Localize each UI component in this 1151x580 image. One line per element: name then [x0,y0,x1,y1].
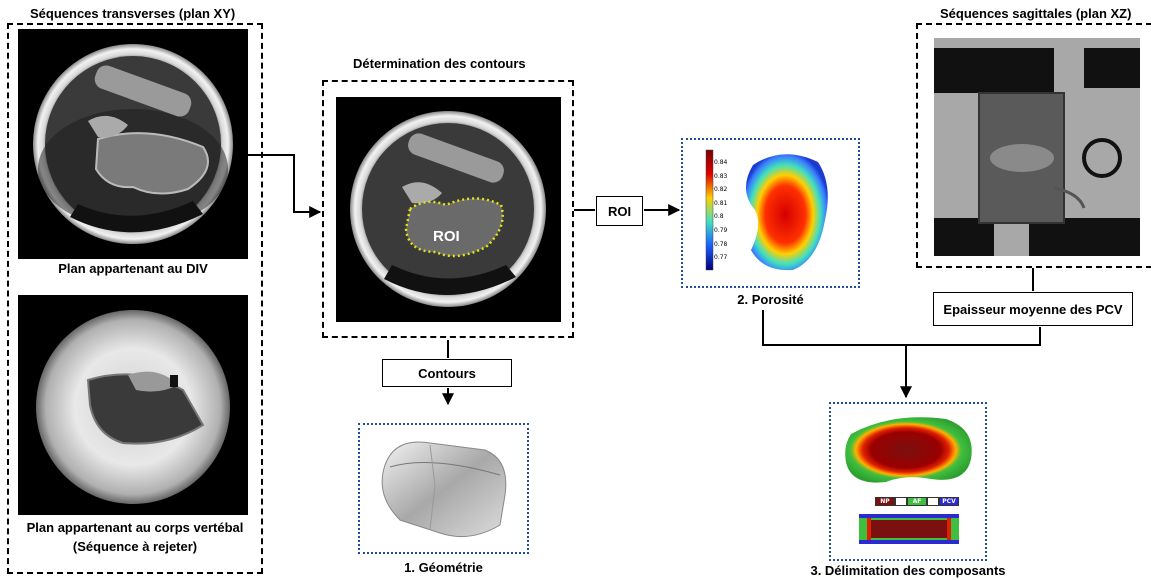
colorbar-tick: 0.78 [714,240,728,248]
colorbar-tick: 0.79 [714,226,728,234]
disc-plane-caption: Plan appartenant au DIV [58,261,208,276]
components-legend: NP AF PCV [875,497,959,506]
mri-sagittal-slice [934,38,1140,256]
mri-slice-roi: ROI [336,97,561,322]
thickness-label: Epaisseur moyenne des PCV [933,292,1133,326]
porosity-caption: 2. Porosité [737,292,804,307]
legend-pcv: PCV [939,497,959,506]
porosity-box: 0.84 0.83 0.82 0.81 0.8 0.79 0.78 0.77 [681,138,860,288]
colorbar-tick: 0.77 [714,254,728,262]
legend-spacer [927,497,939,506]
components-box: NP AF PCV [829,402,987,561]
colorbar-tick: 0.84 [714,159,728,166]
arrow-transverse-to-contours [248,154,322,218]
sagittal-sequences-title: Séquences sagittales (plan XZ) [940,6,1132,21]
contours-label: Contours [382,359,512,387]
geometry-caption: 1. Géométrie [404,560,483,575]
colorbar-tick: 0.82 [714,186,728,194]
vertebral-plane-caption-line2: (Séquence à rejeter) [72,539,198,554]
legend-spacer [895,497,907,506]
transverse-sequences-title: Séquences transverses (plan XY) [30,6,236,21]
mri-slice-vertebral-body [18,295,248,515]
contours-determination-title: Détermination des contours [353,56,526,71]
sagittal-sequences-box [916,23,1151,268]
legend-af: AF [907,497,927,506]
geometry-box [358,423,529,554]
vertebral-plane-caption-line1: Plan appartenant au corps vertébal [26,520,244,535]
components-caption: 3. Délimitation des composants [810,563,1006,578]
colorbar-tick: 0.81 [714,199,728,207]
roi-label: ROI [596,196,643,226]
colorbar-ticks: 0.84 0.83 0.82 0.81 0.8 0.79 0.78 0.77 [714,156,727,265]
legend-np: NP [875,497,895,506]
colorbar-tick: 0.83 [714,172,728,180]
transverse-sequences-box [7,23,263,574]
roi-overlay-label: ROI [433,228,460,245]
contours-determination-box [322,80,574,338]
colorbar-tick: 0.8 [714,213,724,221]
line-porosity-to-join [762,310,1041,346]
mri-slice-disc [18,29,248,259]
